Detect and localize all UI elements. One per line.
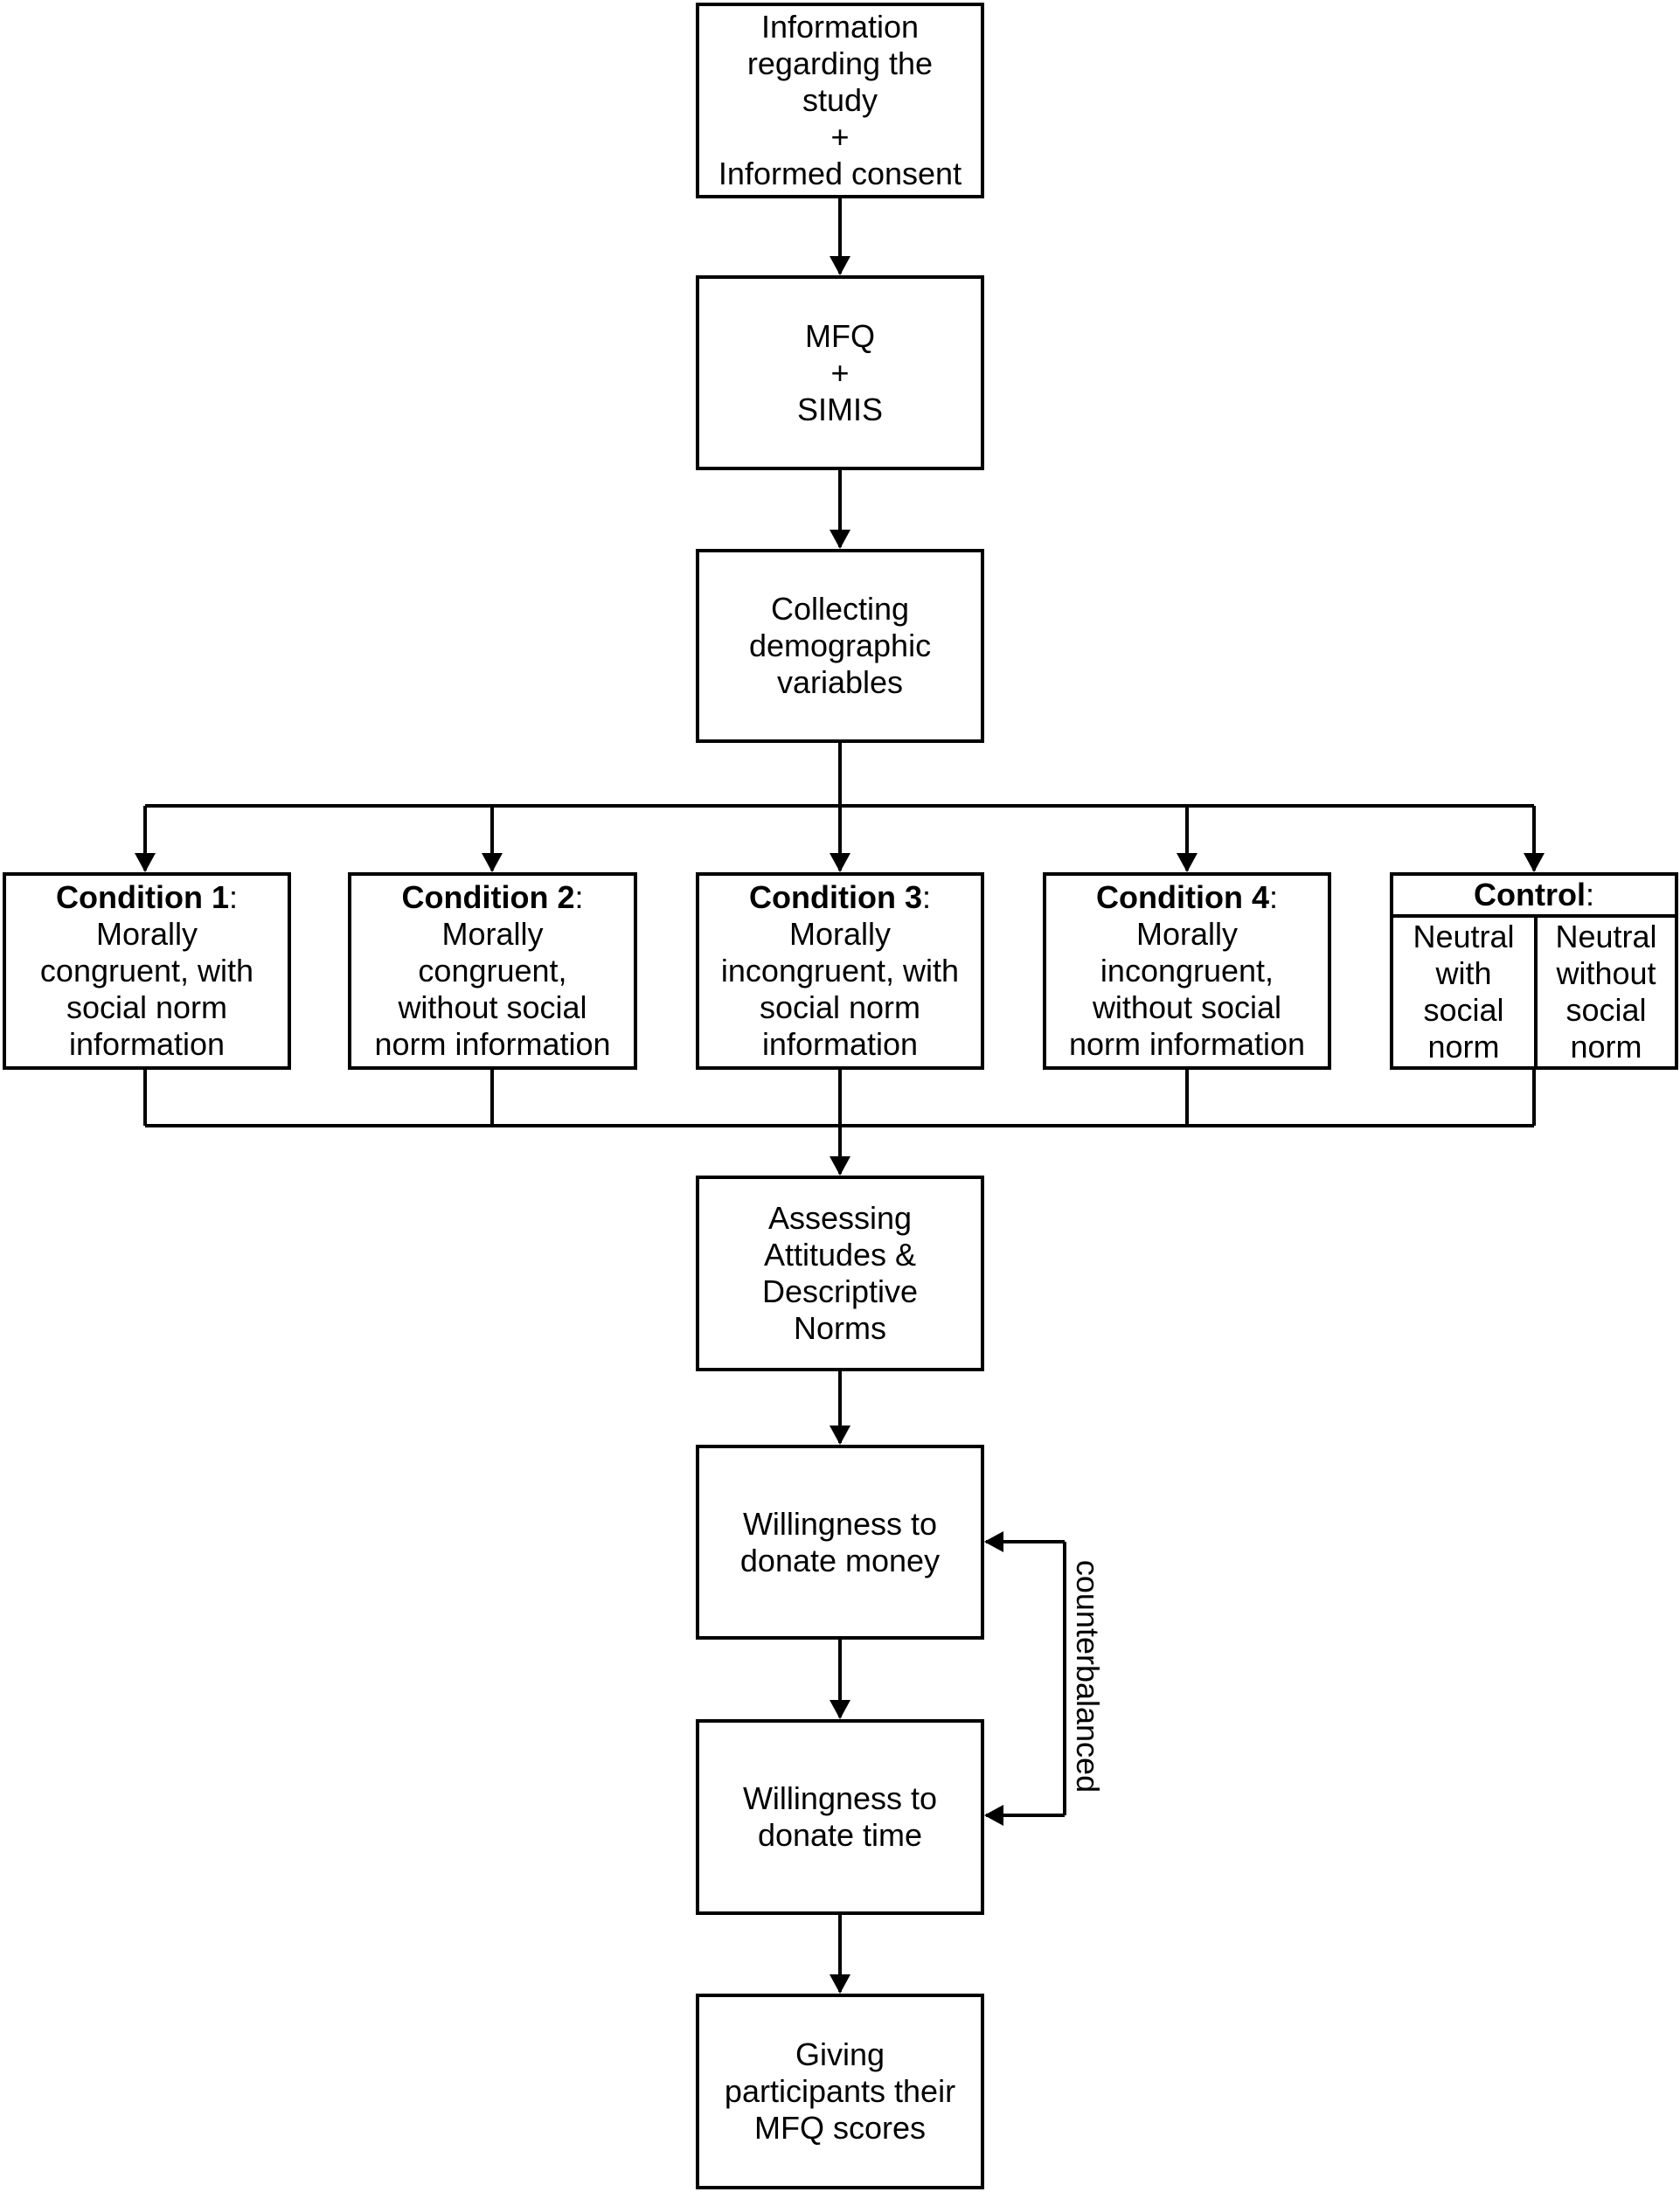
step-line: demographic bbox=[748, 628, 932, 663]
step-line: Norms bbox=[794, 1310, 886, 1346]
condition-line: congruent, with bbox=[39, 953, 254, 988]
condition-line: Morally bbox=[95, 916, 198, 952]
control-title-bold: Control bbox=[1474, 877, 1586, 912]
control-line: social bbox=[1565, 992, 1647, 1028]
control-title: Control: bbox=[1393, 876, 1675, 918]
condition-title-bold: Condition 3 bbox=[749, 879, 922, 915]
control-title-punct: : bbox=[1585, 877, 1594, 912]
control-line: without bbox=[1556, 955, 1656, 991]
control-line: with bbox=[1435, 955, 1492, 991]
step-line: Attitudes & bbox=[763, 1237, 917, 1273]
step-line: MFQ bbox=[805, 317, 875, 354]
step-line: Information bbox=[760, 9, 920, 45]
step-mfq-simis: MFQ + SIMIS bbox=[696, 275, 984, 470]
step-mfq-scores: Giving participants their MFQ scores bbox=[696, 1994, 984, 2189]
step-line: Descriptive bbox=[761, 1273, 919, 1309]
condition-line: without social bbox=[398, 989, 587, 1025]
step-informed-consent: Information regarding the study + Inform… bbox=[696, 3, 984, 198]
condition-line: congruent, bbox=[418, 953, 567, 988]
step-line: variables bbox=[776, 664, 904, 700]
step-demographics: Collecting demographic variables bbox=[696, 549, 984, 743]
control-line: social bbox=[1423, 992, 1504, 1028]
condition-line: Morally bbox=[1135, 916, 1238, 952]
condition-2-box: Condition 2: Morally congruent, without … bbox=[348, 872, 637, 1070]
step-line: + bbox=[830, 119, 850, 155]
step-line: study bbox=[802, 82, 878, 118]
step-line: Informed consent bbox=[718, 156, 962, 191]
counterbalanced-label: counterbalanced bbox=[1070, 1559, 1106, 1793]
step-line: + bbox=[830, 354, 850, 391]
control-neutral-without-norm: Neutral without social norm bbox=[1538, 918, 1675, 1066]
step-assessing-attitudes: Assessing Attitudes & Descriptive Norms bbox=[696, 1176, 984, 1371]
condition-title-bold: Condition 1 bbox=[56, 879, 229, 915]
step-line: Giving bbox=[795, 2036, 885, 2072]
condition-line: Morally bbox=[788, 916, 891, 952]
control-neutral-with-norm: Neutral with social norm bbox=[1393, 918, 1538, 1066]
step-donate-money: Willingness to donate money bbox=[696, 1445, 984, 1640]
step-line: regarding the bbox=[746, 45, 934, 81]
condition-line: norm information bbox=[1068, 1026, 1306, 1062]
step-line: participants their bbox=[724, 2073, 956, 2109]
condition-title: Condition 4: bbox=[1096, 879, 1278, 916]
step-line: Collecting bbox=[770, 591, 910, 627]
step-line: donate time bbox=[757, 1817, 923, 1853]
step-line: Assessing bbox=[767, 1200, 913, 1236]
condition-line: information bbox=[68, 1026, 226, 1062]
condition-4-box: Condition 4: Morally incongruent, withou… bbox=[1043, 872, 1331, 1070]
step-donate-time: Willingness to donate time bbox=[696, 1719, 984, 1915]
condition-title: Condition 2: bbox=[402, 879, 584, 916]
condition-title-punct: : bbox=[921, 879, 931, 915]
condition-3-box: Condition 3: Morally incongruent, with s… bbox=[696, 872, 984, 1070]
condition-line: social norm bbox=[66, 989, 228, 1025]
control-line: norm bbox=[1570, 1029, 1642, 1065]
condition-title-punct: : bbox=[574, 879, 584, 915]
step-line: Willingness to bbox=[742, 1780, 938, 1816]
condition-title: Condition 3: bbox=[749, 879, 931, 916]
step-line: MFQ scores bbox=[753, 2110, 926, 2146]
control-line: Neutral bbox=[1555, 919, 1657, 954]
condition-line: incongruent, with bbox=[720, 953, 960, 988]
step-line: SIMIS bbox=[796, 391, 883, 427]
condition-title-punct: : bbox=[1268, 879, 1278, 915]
condition-line: without social bbox=[1092, 989, 1282, 1025]
condition-title-punct: : bbox=[228, 879, 238, 915]
condition-line: information bbox=[761, 1026, 919, 1062]
condition-line: norm information bbox=[374, 1026, 611, 1062]
condition-line: social norm bbox=[759, 989, 921, 1025]
condition-title-bold: Condition 2 bbox=[401, 879, 575, 915]
condition-line: Morally bbox=[441, 916, 544, 952]
condition-title-bold: Condition 4 bbox=[1096, 879, 1269, 915]
control-box: Control: Neutral with social norm Neutra… bbox=[1390, 872, 1678, 1070]
condition-1-box: Condition 1: Morally congruent, with soc… bbox=[3, 872, 291, 1070]
step-line: Willingness to bbox=[742, 1505, 938, 1542]
control-line: norm bbox=[1427, 1029, 1500, 1065]
condition-line: incongruent, bbox=[1100, 953, 1274, 988]
control-line: Neutral bbox=[1413, 919, 1515, 954]
condition-title: Condition 1: bbox=[56, 879, 238, 916]
step-line: donate money bbox=[739, 1542, 941, 1578]
